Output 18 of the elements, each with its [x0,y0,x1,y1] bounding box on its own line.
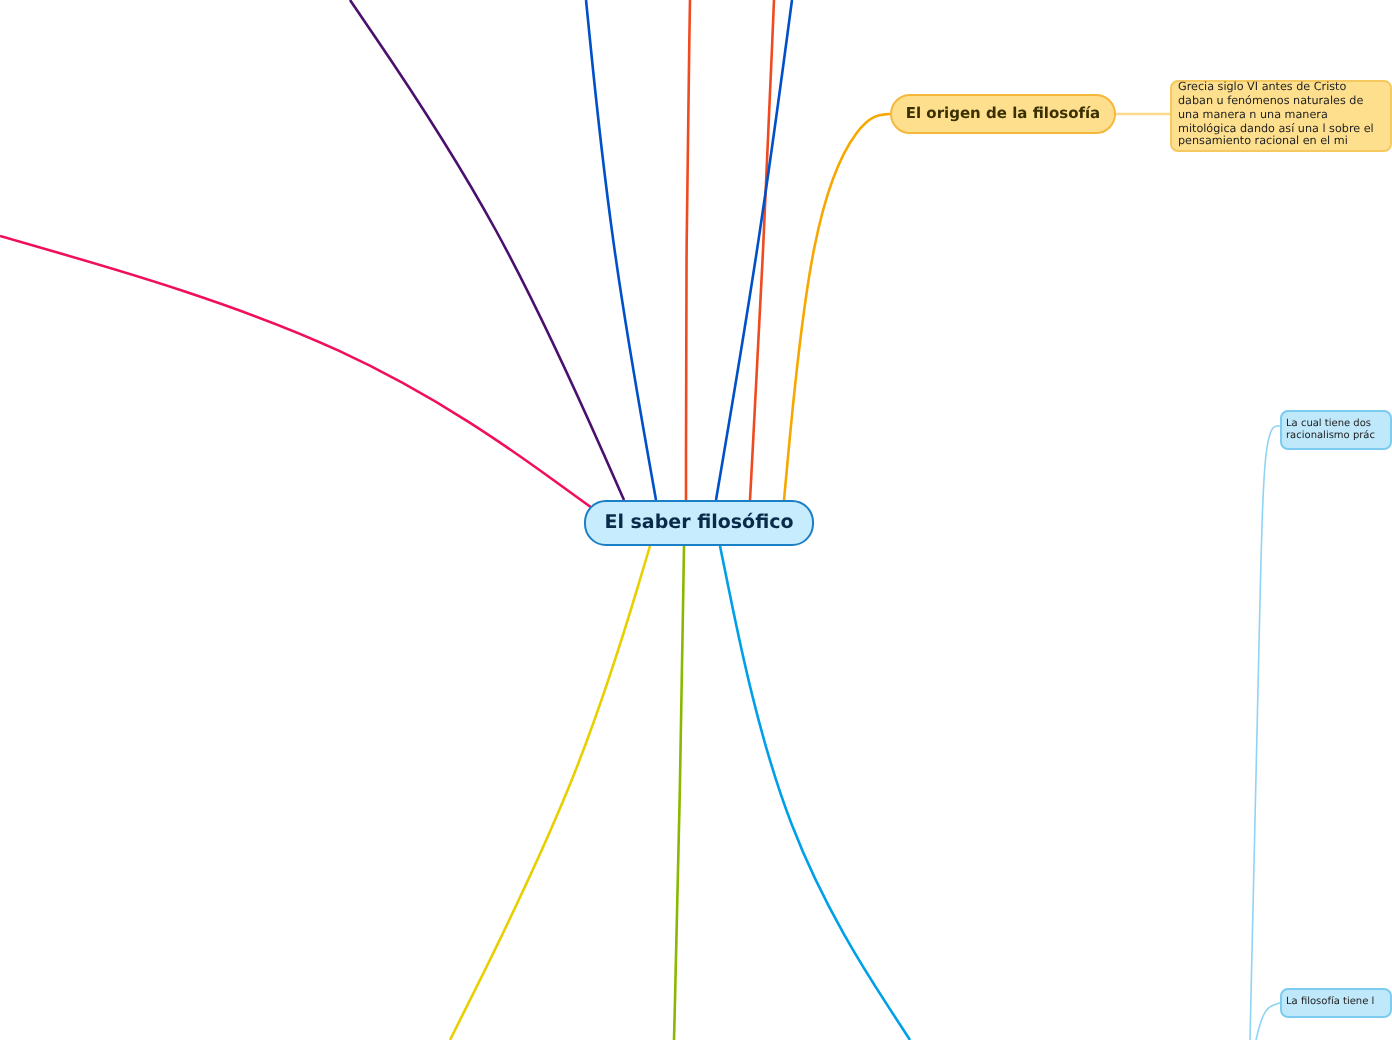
connector-line [714,0,794,501]
connector-line [448,545,652,1040]
connector-line [584,0,658,501]
note-box [1280,988,1392,1018]
topic-box [890,94,1116,134]
connector-line [782,112,891,501]
connector-line [1116,112,1170,116]
note-box [1280,410,1392,450]
connector-line [1249,425,1281,1040]
connector-line [684,0,692,500]
connector-line [718,545,912,1040]
connector-line [0,234,593,510]
central-topic-box [584,500,814,546]
node-text: El saber filosófico [604,511,794,535]
connector-line [348,0,626,501]
connector-line [748,0,776,501]
connector-line [1255,1002,1281,1040]
connector-line [672,546,686,1040]
